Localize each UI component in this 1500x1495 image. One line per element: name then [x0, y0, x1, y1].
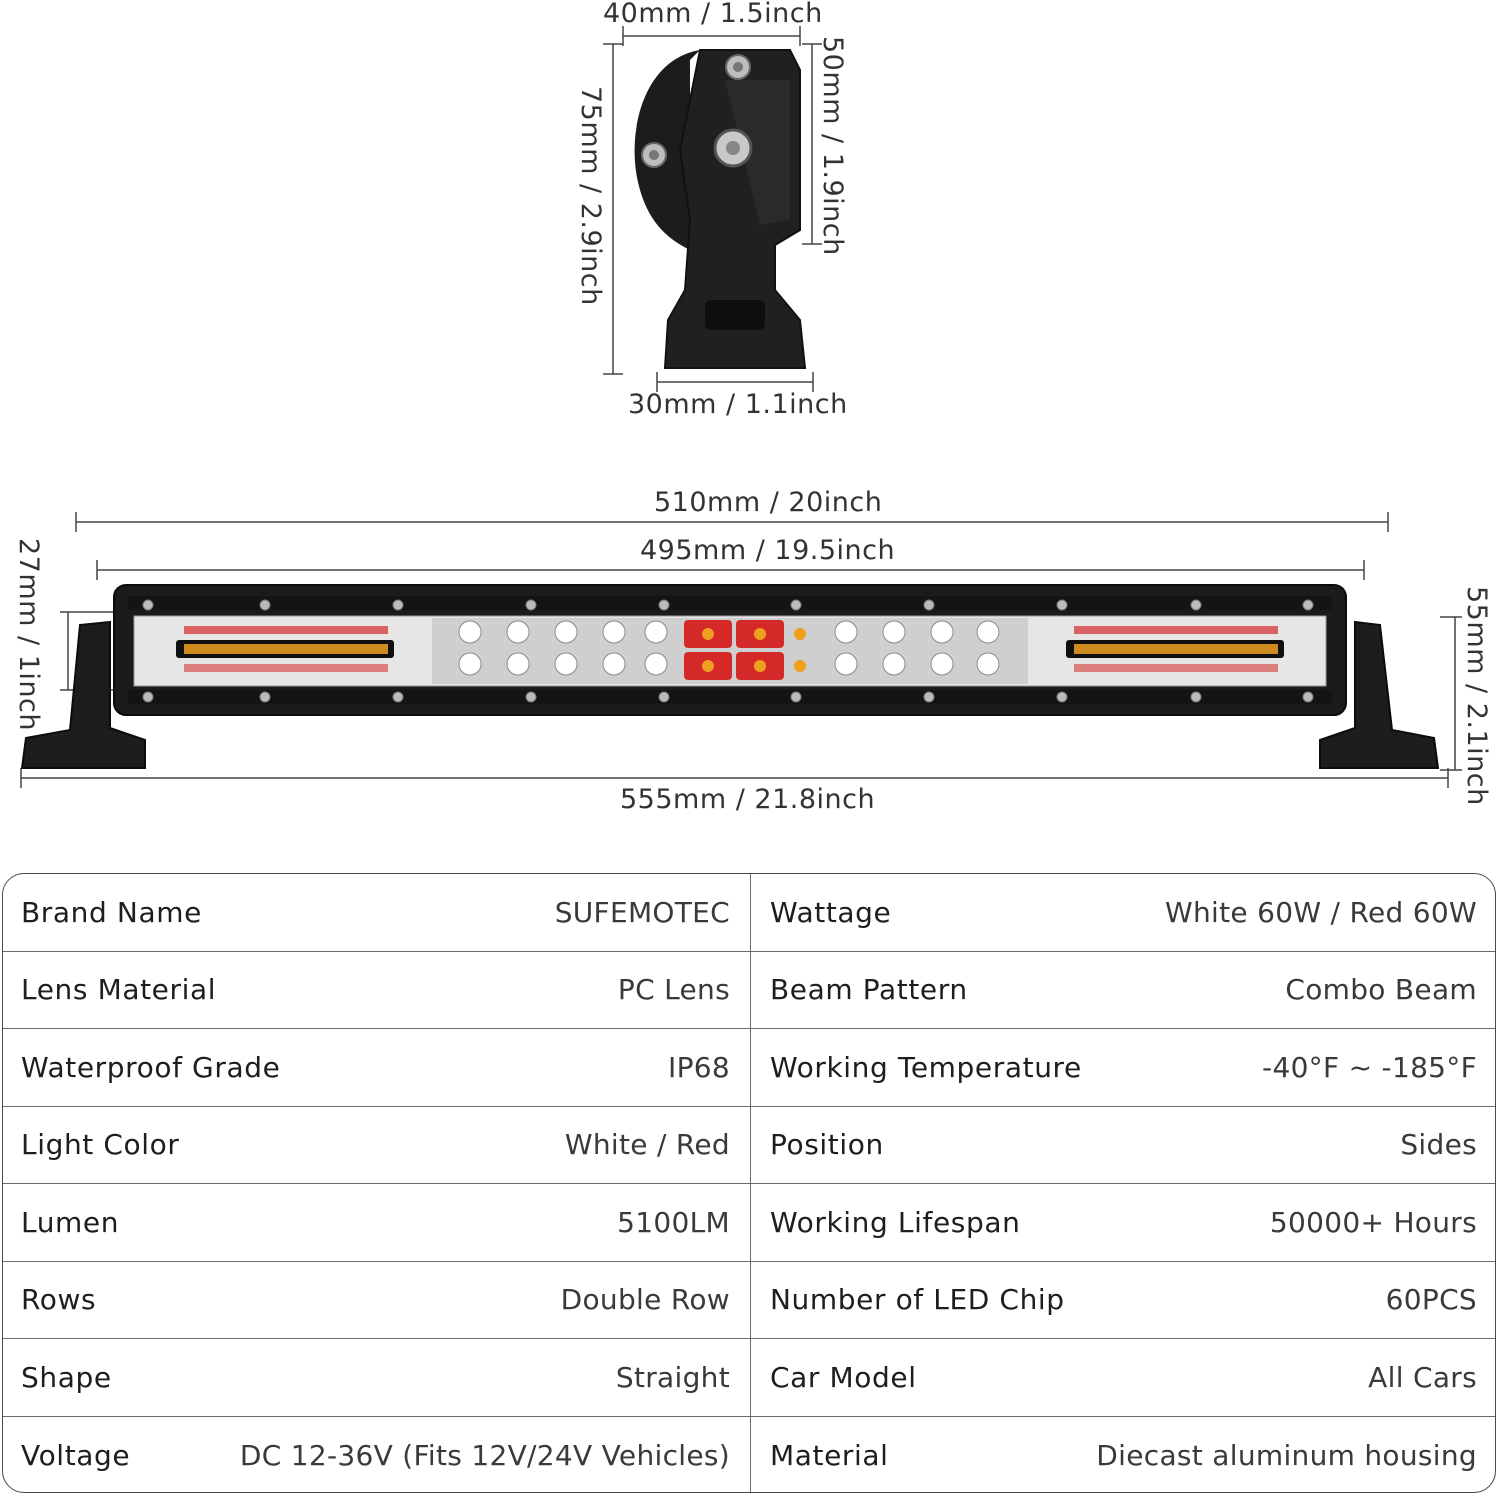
dim-bar-width-total: 555mm / 21.8inch: [620, 784, 876, 815]
spec-table: Brand Name SUFEMOTEC Wattage White 60W /…: [2, 873, 1496, 1493]
spec-value: -40°F ~ -185°F: [1262, 1050, 1477, 1084]
table-row: Lens Material PC Lens Beam Pattern Combo…: [3, 951, 1495, 1029]
spec-cell: Waterproof Grade IP68: [3, 1029, 751, 1106]
spec-value: IP68: [668, 1050, 730, 1084]
spec-label: Working Temperature: [770, 1050, 1082, 1084]
dim-bar-width-outer: 510mm / 20inch: [654, 487, 883, 518]
table-row: Brand Name SUFEMOTEC Wattage White 60W /…: [3, 874, 1495, 952]
spec-label: Working Lifespan: [770, 1205, 1021, 1239]
spec-cell: Beam Pattern Combo Beam: [751, 952, 1495, 1029]
spec-value: PC Lens: [617, 973, 730, 1007]
spec-cell: Position Sides: [751, 1107, 1495, 1184]
dim-bracket-top-width: 40mm / 1.5inch: [603, 0, 823, 29]
bracket-disc: [634, 50, 700, 250]
spec-cell: Light Color White / Red: [3, 1106, 751, 1183]
left-mount-foot: [20, 620, 146, 769]
spec-cell: Wattage White 60W / Red 60W: [751, 874, 1495, 951]
table-row: Rows Double Row Number of LED Chip 60PCS: [3, 1261, 1495, 1339]
spec-label: Lumen: [21, 1205, 120, 1239]
spec-label: Shape: [21, 1360, 112, 1394]
dim-bar-height-total: 55mm / 2.1inch: [1461, 586, 1492, 806]
dimension-diagram: [20, 26, 1462, 788]
spec-value: White 60W / Red 60W: [1165, 895, 1477, 929]
spec-label: Lens Material: [21, 973, 217, 1007]
dim-bar-width-inner: 495mm / 19.5inch: [640, 535, 896, 566]
spec-cell: Voltage DC 12-36V (Fits 12V/24V Vehicles…: [3, 1416, 751, 1492]
spec-value: Combo Beam: [1285, 973, 1477, 1007]
table-row: Waterproof Grade IP68 Working Temperatur…: [3, 1029, 1495, 1107]
spec-label: Position: [770, 1128, 884, 1162]
table-row: Lumen 5100LM Working Lifespan 50000+ Hou…: [3, 1184, 1495, 1262]
spec-value: Double Row: [560, 1283, 730, 1317]
spec-label: Number of LED Chip: [770, 1283, 1065, 1317]
spec-value: 60PCS: [1385, 1283, 1477, 1317]
spec-value: Diecast aluminum housing: [1096, 1438, 1477, 1472]
spec-label: Beam Pattern: [770, 973, 968, 1007]
spec-cell: Car Model All Cars: [751, 1339, 1495, 1416]
table-row: Shape Straight Car Model All Cars: [3, 1339, 1495, 1417]
spec-label: Material: [770, 1438, 889, 1472]
spec-label: Wattage: [770, 895, 892, 929]
light-bar-front-view: [20, 512, 1462, 788]
spec-cell: Working Lifespan 50000+ Hours: [751, 1184, 1495, 1261]
spec-cell: Working Temperature -40°F ~ -185°F: [751, 1029, 1495, 1106]
spec-value: Sides: [1400, 1128, 1477, 1162]
bracket-side-view: [603, 26, 822, 392]
spec-value: 5100LM: [617, 1205, 730, 1239]
dim-bracket-upper-height: 50mm / 1.9inch: [817, 36, 848, 256]
dim-bar-height-housing: 27mm / 1inch: [13, 538, 44, 731]
dim-bracket-total-height: 75mm / 2.9inch: [575, 86, 606, 306]
spec-cell: Brand Name SUFEMOTEC: [3, 874, 751, 951]
spec-label: Car Model: [770, 1360, 917, 1394]
spec-value: White / Red: [564, 1128, 730, 1162]
right-mount-foot: [1319, 620, 1440, 769]
spec-label: Rows: [21, 1283, 97, 1317]
table-row: Light Color White / Red Position Sides: [3, 1106, 1495, 1184]
spec-cell: Material Diecast aluminum housing: [751, 1417, 1495, 1493]
dim-bracket-base-width: 30mm / 1.1inch: [628, 389, 848, 420]
table-row: Voltage DC 12-36V (Fits 12V/24V Vehicles…: [3, 1416, 1495, 1493]
spec-label: Waterproof Grade: [21, 1050, 281, 1084]
spec-label: Light Color: [21, 1128, 180, 1162]
center-led-array: [432, 618, 1028, 684]
spec-value: All Cars: [1368, 1360, 1477, 1394]
spec-cell: Number of LED Chip 60PCS: [751, 1262, 1495, 1339]
spec-cell: Lumen 5100LM: [3, 1184, 751, 1261]
right-drl-strip: [1066, 626, 1284, 672]
spec-value: DC 12-36V (Fits 12V/24V Vehicles): [239, 1438, 730, 1472]
spec-cell: Shape Straight: [3, 1339, 751, 1416]
spec-label: Voltage: [21, 1438, 131, 1472]
spec-cell: Rows Double Row: [3, 1261, 751, 1338]
spec-value: Straight: [615, 1360, 730, 1394]
spec-value: 50000+ Hours: [1269, 1205, 1477, 1239]
spec-label: Brand Name: [21, 895, 202, 929]
spec-value: SUFEMOTEC: [554, 895, 730, 929]
left-drl-strip: [176, 626, 394, 672]
spec-cell: Lens Material PC Lens: [3, 951, 751, 1028]
